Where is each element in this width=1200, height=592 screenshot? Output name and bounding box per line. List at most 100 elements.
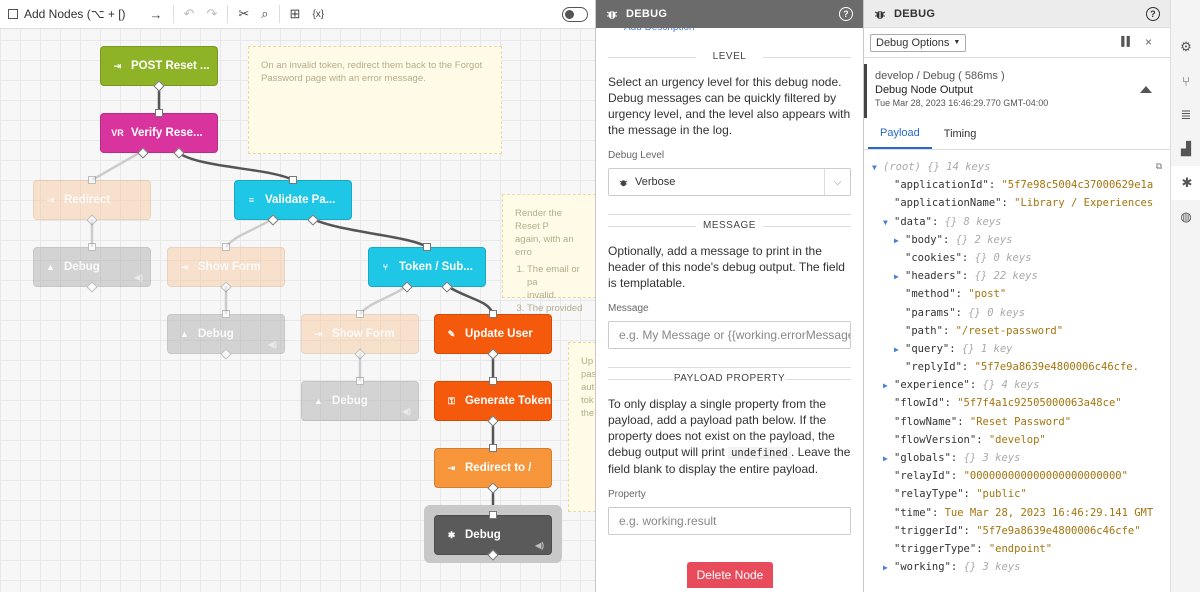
output-pin[interactable] [153, 80, 165, 92]
zoom-icon[interactable]: ⌕ [261, 6, 269, 21]
workflow-canvas[interactable]: Add Nodes (⌥ + [) → ↶ ↷ ✂ ⌕ ⊞ {x} [0, 0, 596, 592]
property-input[interactable] [608, 507, 851, 535]
input-pin[interactable] [356, 310, 364, 318]
debug-message-header[interactable]: develop / Debug ( 586ms ) Debug Node Out… [864, 64, 1170, 118]
expanded-caret-icon[interactable]: ▼ [872, 163, 877, 172]
input-pin[interactable] [356, 377, 364, 385]
input-pin[interactable] [489, 444, 497, 452]
gear-icon[interactable]: ⚙ [1180, 39, 1192, 54]
output-pin[interactable] [220, 281, 232, 293]
tree-row[interactable]: ▼(root) {} 14 keys⧉ [872, 158, 1170, 176]
node-verify-reset[interactable]: VR Verify Rese... [100, 109, 218, 159]
canvas-toggle[interactable] [562, 7, 588, 22]
output-pin[interactable] [354, 348, 366, 360]
node-redirect-root[interactable]: ⇥ Redirect to / [434, 444, 552, 494]
node-debug[interactable]: ▲ Debug ◀) [33, 243, 151, 293]
output-pin-true[interactable] [441, 281, 453, 293]
tree-row[interactable]: ▶"experience": {} 4 keys [872, 376, 1170, 394]
note-line: the [581, 408, 595, 419]
node-generate-token[interactable]: ⚿ Generate Token [434, 377, 552, 427]
chart-icon[interactable]: ▟ [1181, 141, 1191, 156]
close-icon[interactable]: × [1144, 35, 1152, 49]
input-pin[interactable] [88, 243, 96, 251]
output-pin[interactable] [86, 281, 98, 293]
input-pin[interactable] [489, 511, 497, 519]
redo-icon[interactable]: ↷ [206, 6, 218, 21]
collapsed-caret-icon[interactable]: ▶ [894, 272, 899, 282]
database-icon[interactable]: ≣ [1180, 107, 1192, 122]
endpoint-icon: ⇥ [113, 60, 122, 71]
collapsed-caret-icon[interactable]: ▶ [894, 344, 899, 354]
pause-icon[interactable]: ▌▌ [1121, 36, 1133, 46]
input-pin[interactable] [88, 176, 96, 184]
right-sidebar: ⚙ ⑂ ≣ ▟ ✱ ◍ [1170, 0, 1200, 592]
input-pin[interactable] [155, 109, 163, 117]
tree-value: "5f7f4a1c92505000063a48ce" [957, 397, 1122, 410]
node-debug-selected[interactable]: ✱ Debug ◀) [434, 511, 552, 561]
tree-row[interactable]: ▼"data": {} 8 keys [872, 213, 1170, 231]
node-debug[interactable]: ▲ Debug ◀) [167, 310, 285, 360]
collapsed-caret-icon[interactable]: ▶ [883, 563, 888, 573]
tree-key: "replyId" [905, 361, 962, 374]
delete-node-button[interactable]: Delete Node [687, 562, 773, 588]
input-pin[interactable] [222, 243, 230, 251]
node-token-submit[interactable]: ⑂ Token / Sub... [368, 243, 486, 293]
output-pin-false[interactable] [267, 214, 279, 226]
collapsed-caret-icon[interactable]: ▶ [883, 381, 888, 391]
output-pin-false[interactable] [137, 147, 149, 159]
arrow-right-icon[interactable]: → [149, 6, 163, 22]
output-pin[interactable] [487, 482, 499, 494]
debug-level-select[interactable]: Verbose ⌵ [608, 168, 851, 196]
help-icon[interactable]: ? [1146, 7, 1160, 21]
node-show-form[interactable]: ⇥ Show Form [301, 310, 419, 360]
node-validate-password[interactable]: ≡ Validate Pa... [234, 176, 352, 226]
output-pin[interactable] [220, 348, 232, 360]
tree-row[interactable]: ▶"headers": {} 22 keys [872, 267, 1170, 285]
bug-icon[interactable]: ✱ [1171, 166, 1200, 200]
input-pin[interactable] [423, 243, 431, 251]
node-post-reset[interactable]: ⇥ POST Reset ... [100, 46, 218, 92]
add-description-link[interactable]: Add Description [624, 28, 851, 36]
speaker-icon: ◀) [134, 273, 143, 282]
tree-row[interactable]: ▶"globals": {} 3 keys [872, 449, 1170, 467]
tab-timing[interactable]: Timing [943, 127, 977, 140]
output-pin-false[interactable] [401, 281, 413, 293]
expanded-caret-icon[interactable]: ▼ [883, 217, 888, 227]
help-icon[interactable]: ? [839, 7, 853, 21]
input-pin[interactable] [289, 176, 297, 184]
output-pin[interactable] [487, 348, 499, 360]
collapsed-caret-icon[interactable]: ▶ [894, 235, 899, 245]
input-pin[interactable] [222, 310, 230, 318]
node-show-form[interactable]: ⇥ Show Form [167, 243, 285, 293]
scissors-icon[interactable]: ✂ [238, 6, 250, 21]
tree-row[interactable]: ▶"body": {} 2 keys [872, 231, 1170, 249]
branch-icon[interactable]: ⑂ [1182, 73, 1190, 89]
copy-icon[interactable]: ⧉ [1155, 162, 1162, 172]
canvas-note[interactable]: On an invalid token, redirect them back … [248, 46, 502, 154]
collapse-icon[interactable] [1140, 86, 1152, 93]
node-redirect[interactable]: ⇥ Redirect [33, 176, 151, 226]
node-update-user[interactable]: ✎ Update User [434, 310, 552, 360]
tab-payload[interactable]: Payload [868, 118, 932, 149]
canvas-note[interactable]: Render the Reset P again, with an erro T… [502, 194, 595, 327]
expression-icon[interactable]: {x} [312, 8, 325, 20]
collapsed-caret-icon[interactable]: ▶ [883, 454, 888, 463]
output-pin[interactable] [487, 415, 499, 427]
input-pin[interactable] [489, 310, 497, 318]
canvas-note[interactable]: Up pas aut tok the [568, 342, 595, 512]
debug-options-dropdown[interactable]: Debug Options ▼ [870, 33, 967, 52]
output-pin[interactable] [86, 214, 98, 226]
tree-colon: : [976, 542, 989, 555]
input-pin[interactable] [489, 377, 497, 385]
add-comment-icon[interactable]: ⊞ [289, 6, 301, 21]
undo-icon[interactable]: ↶ [183, 6, 195, 21]
tree-row[interactable]: ▶"query": {} 1 key [872, 340, 1170, 358]
globe-icon[interactable]: ◍ [1180, 209, 1192, 224]
message-input[interactable] [608, 321, 851, 349]
node-debug[interactable]: ▲ Debug ◀) [301, 377, 419, 421]
add-nodes-button[interactable]: Add Nodes (⌥ + [) [0, 0, 126, 29]
output-pin-true[interactable] [307, 214, 319, 226]
tree-row[interactable]: ▶"working": {} 3 keys [872, 558, 1170, 576]
output-pin-true[interactable] [173, 147, 185, 159]
